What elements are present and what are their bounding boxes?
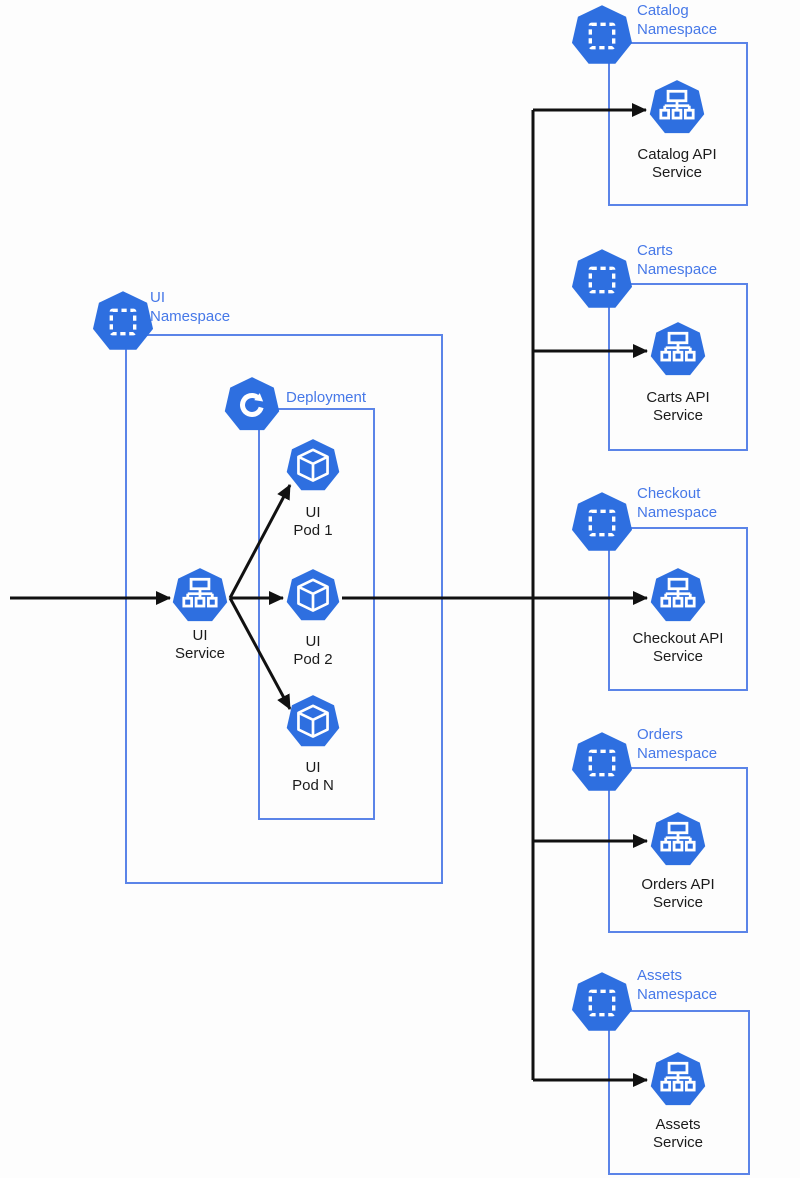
caption-line: Pod 2 [293, 651, 333, 668]
deployment-icon [223, 376, 281, 434]
caption-line: UI [305, 504, 321, 521]
label-line: Carts [637, 242, 673, 259]
catalog-service-icon [648, 79, 706, 137]
ui-podn-caption: UI Pod N [238, 759, 388, 795]
ui-service-caption: UI Service [125, 627, 275, 663]
orders-namespace-box [608, 767, 748, 933]
carts-namespace-box [608, 283, 748, 451]
caption-line: UI [305, 633, 321, 650]
assets-service-caption: Assets Service [603, 1116, 753, 1152]
assets-namespace-icon [570, 971, 634, 1035]
label-line: Namespace [637, 21, 718, 38]
label-line: Namespace [637, 261, 718, 278]
ui-namespace-icon [91, 290, 155, 354]
carts-service-icon [649, 321, 707, 379]
checkout-namespace-label: Checkout Namespace [637, 484, 717, 522]
ui-podn-icon [285, 694, 341, 750]
carts-service-caption: Carts API Service [603, 389, 753, 425]
label-line: Namespace [637, 986, 718, 1003]
label-line: UI [150, 289, 165, 306]
orders-namespace-icon [570, 731, 634, 795]
label-line: Namespace [150, 308, 231, 325]
catalog-namespace-icon [570, 4, 634, 68]
caption-line: Service [651, 164, 703, 181]
ui-pod2-icon [285, 568, 341, 624]
ui-namespace-box [125, 334, 443, 884]
catalog-namespace-label: Catalog Namespace [637, 1, 717, 39]
checkout-namespace-box [608, 527, 748, 691]
caption-line: UI [192, 627, 208, 644]
caption-line: Orders API [641, 876, 715, 893]
assets-namespace-box [608, 1010, 750, 1175]
checkout-service-caption: Checkout API Service [603, 630, 753, 666]
carts-namespace-label: Carts Namespace [637, 241, 717, 279]
orders-service-icon [649, 811, 707, 869]
caption-line: Pod 1 [293, 522, 333, 539]
caption-line: Catalog API [637, 146, 717, 163]
label-line: Namespace [637, 745, 718, 762]
ui-service-icon [171, 567, 229, 625]
caption-line: Carts API [646, 389, 710, 406]
assets-service-icon [649, 1051, 707, 1109]
caption-line: Service [652, 407, 704, 424]
catalog-service-caption: Catalog API Service [602, 146, 752, 182]
orders-namespace-label: Orders Namespace [637, 725, 717, 763]
label-line: Assets [637, 967, 683, 984]
ui-pod1-caption: UI Pod 1 [238, 504, 388, 540]
label-line: Orders [637, 726, 683, 743]
ui-pod2-caption: UI Pod 2 [238, 633, 388, 669]
label-line: Namespace [637, 504, 718, 521]
caption-line: Service [174, 645, 226, 662]
carts-namespace-icon [570, 248, 634, 312]
catalog-namespace-box [608, 42, 748, 206]
caption-line: Service [652, 894, 704, 911]
caption-line: UI [305, 759, 321, 776]
deployment-label: Deployment [286, 388, 366, 407]
ui-namespace-label: UI Namespace [150, 288, 230, 326]
checkout-service-icon [649, 567, 707, 625]
label-line: Catalog [637, 2, 689, 19]
caption-line: Service [652, 648, 704, 665]
caption-line: Service [652, 1134, 704, 1151]
orders-service-caption: Orders API Service [603, 876, 753, 912]
caption-line: Pod N [292, 777, 334, 794]
assets-namespace-label: Assets Namespace [637, 966, 717, 1004]
label-line: Checkout [637, 485, 701, 502]
caption-line: Assets [655, 1116, 701, 1133]
caption-line: Checkout API [632, 630, 724, 647]
ui-pod1-icon [285, 438, 341, 494]
checkout-namespace-icon [570, 491, 634, 555]
label-line: Deployment [286, 389, 367, 406]
